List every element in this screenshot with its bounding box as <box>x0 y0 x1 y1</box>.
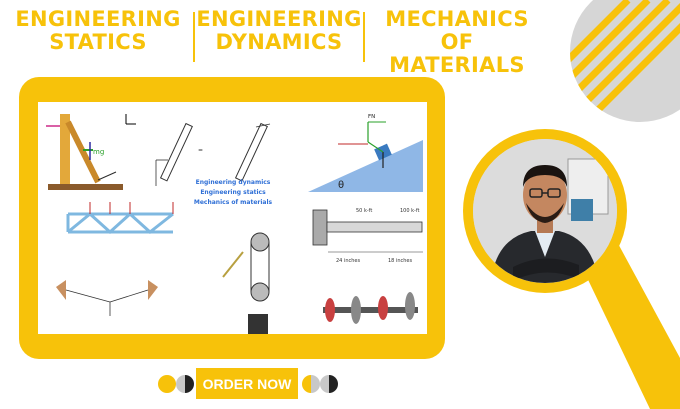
title-line: ENGINEERING <box>15 7 181 31</box>
fn-label: FN <box>368 114 375 120</box>
theta-label: θ <box>338 180 344 191</box>
header: ENGINEERING STATICS ENGINEERING DYNAMICS… <box>0 0 680 77</box>
header-divider <box>363 12 365 62</box>
title-line: DYNAMICS <box>215 30 343 54</box>
order-now-button[interactable]: ORDER NOW <box>196 368 298 399</box>
length-1: 24 inches <box>336 258 361 264</box>
cable-diagram <box>56 280 158 316</box>
magnifier-handle <box>580 238 680 409</box>
decorative-dot <box>320 375 338 393</box>
torque-2: 100 k-ft <box>400 208 420 214</box>
truss-diagram <box>66 211 174 235</box>
collage-caption-3: Mechanics of materials <box>194 199 273 206</box>
profile-photo <box>473 139 617 283</box>
title-engineering-dynamics: ENGINEERING DYNAMICS <box>196 8 362 54</box>
collage-caption-2: Engineering statics <box>200 189 266 196</box>
rod-diagrams: = <box>155 122 271 186</box>
ladder-diagram: mg <box>46 114 136 190</box>
title-line: STATICS <box>49 30 147 54</box>
mg-label: mg <box>93 148 104 156</box>
title-line: MATERIALS <box>389 53 525 77</box>
title-line: MECHANICS OF <box>385 7 529 54</box>
person-avatar <box>473 139 617 283</box>
pulley-diagram <box>222 232 270 334</box>
shaft-diagram: 24 inches 18 inches 50 k-ft 100 k-ft <box>312 208 423 264</box>
title-line: ENGINEERING <box>196 7 362 31</box>
collage-drawing: mg = Engineering dynamics Engineering st… <box>46 114 423 334</box>
torque-1: 50 k-ft <box>356 208 372 214</box>
decorative-dot <box>176 375 194 393</box>
engineering-collage: mg = Engineering dynamics Engineering st… <box>38 102 427 334</box>
title-mechanics-of-materials: MECHANICS OF MATERIALS <box>366 8 548 77</box>
title-engineering-statics: ENGINEERING STATICS <box>4 8 192 54</box>
gear-shaft-diagram <box>323 292 418 324</box>
decorative-dot <box>158 375 176 393</box>
incline-diagram: FN θ <box>308 114 423 192</box>
decorative-stripes <box>570 0 680 122</box>
svg-text:=: = <box>198 147 203 154</box>
collage-caption-1: Engineering dynamics <box>196 179 271 186</box>
decorative-dot <box>302 375 320 393</box>
length-2: 18 inches <box>388 258 413 264</box>
header-divider <box>193 12 195 62</box>
